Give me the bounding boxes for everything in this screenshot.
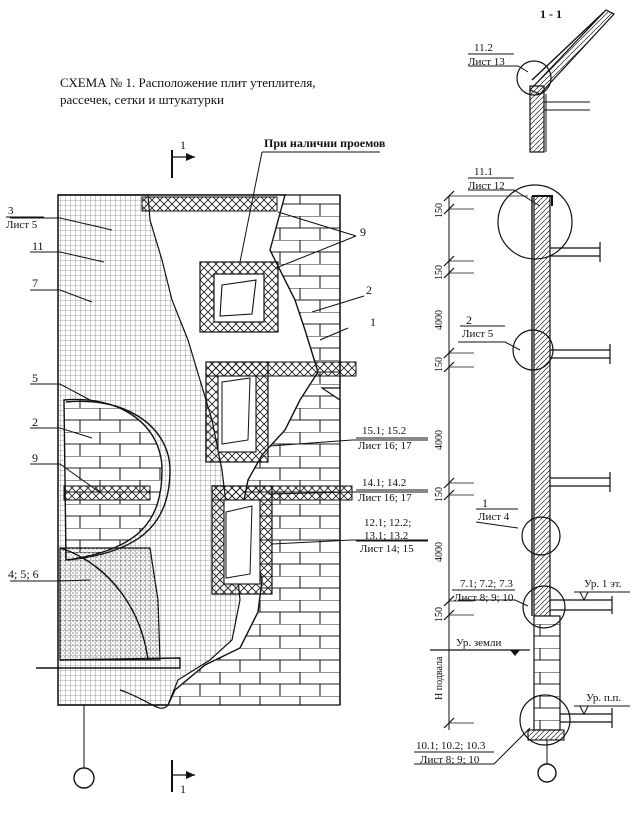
left-leaders [10, 217, 113, 582]
title-line-2: рассечек, сетки и штукатурки [60, 92, 225, 107]
callout-456: 4; 5; 6 [8, 567, 39, 581]
title-line-1: СХЕМА № 1. Расположение плит утеплителя, [60, 75, 316, 90]
plinth-plaster [59, 547, 161, 661]
dim-150-d: 150 [434, 487, 445, 502]
basement-wall [533, 615, 561, 731]
callout-1-section: 1 [482, 496, 488, 510]
callout-7: 7 [32, 276, 38, 290]
page-title: СХЕМА № 1. Расположение плит утеплителя,… [60, 74, 390, 108]
callout-141: 14.1; 14.2 [362, 477, 407, 489]
callout-2-section-sheet: Лист 5 [462, 328, 494, 340]
dimension-chain: 150 150 4000 150 4000 150 4000 150 H под… [434, 190, 528, 730]
openings-note: При наличии проемов [264, 136, 386, 150]
dim-4000-a: 4000 [434, 310, 445, 330]
window-opening-2 [205, 361, 357, 463]
callout-101: 10.1; 10.2; 10.3 [416, 740, 486, 752]
dim-4000-b: 4000 [434, 430, 445, 450]
callout-121-b: 13.1; 13.2 [364, 530, 409, 542]
callout-2-center: 2 [366, 283, 372, 297]
callout-9-left: 9 [32, 451, 38, 465]
callout-1-section-sheet: Лист 4 [478, 511, 510, 523]
section-roof-detail [468, 9, 615, 153]
level-floor1: Ур. 1 эт. [584, 578, 622, 590]
callout-151: 15.1; 15.2 [362, 425, 407, 437]
callout-141-sheet: Лист 16; 17 [358, 492, 412, 504]
callout-3-sheet: Лист 5 [6, 219, 38, 231]
callout-2-left: 2 [32, 415, 38, 429]
window-opening-3 [211, 485, 353, 595]
detail-circle-112 [516, 60, 552, 96]
callout-3: 3 [8, 205, 14, 217]
dim-4000-c: 4000 [434, 542, 445, 562]
callout-71-sheet: Лист 8; 9; 10 [454, 592, 514, 604]
wall-elevation [36, 194, 357, 709]
callout-71: 7.1; 7.2; 7.3 [460, 578, 513, 590]
callout-2-section: 2 [466, 313, 472, 327]
callout-112-sheet: Лист 13 [468, 56, 505, 68]
section-label: 1 - 1 [540, 7, 562, 21]
cut-mark-top: 1 [180, 138, 186, 152]
fire-break-left [63, 485, 151, 501]
callout-101-sheet: Лист 8; 9; 10 [420, 754, 480, 766]
center-leaders [239, 151, 428, 545]
level-basement: Ур. п.п. [586, 692, 622, 704]
axis-circle-left [73, 767, 95, 789]
callout-112: 11.2 [474, 42, 493, 54]
dim-150-b: 150 [434, 265, 445, 280]
callout-5: 5 [32, 371, 38, 385]
dim-basement-height: H подвала [434, 656, 445, 700]
callout-11: 11 [32, 239, 44, 253]
callout-9-center: 9 [360, 225, 366, 239]
callout-121-a: 12.1; 12.2; [364, 517, 412, 529]
section-wall [430, 184, 630, 783]
cut-mark-bottom: 1 [180, 782, 186, 796]
window-opening-1 [199, 261, 279, 333]
axis-circle-right [537, 763, 557, 783]
callout-121-sheet: Лист 14; 15 [360, 543, 414, 555]
callout-1-center: 1 [370, 315, 376, 329]
dim-150-c: 150 [434, 357, 445, 372]
dim-150-a: 150 [434, 203, 445, 218]
callout-111-sheet: Лист 12 [468, 180, 505, 192]
axis-and-cut-marks [73, 150, 195, 792]
callout-111: 11.1 [474, 166, 493, 178]
dim-150-e: 150 [434, 607, 445, 622]
callout-151-sheet: Лист 16; 17 [358, 440, 412, 452]
fire-break-top [141, 196, 278, 212]
level-ground: Ур. земли [456, 637, 502, 649]
section-leaders [414, 189, 541, 765]
